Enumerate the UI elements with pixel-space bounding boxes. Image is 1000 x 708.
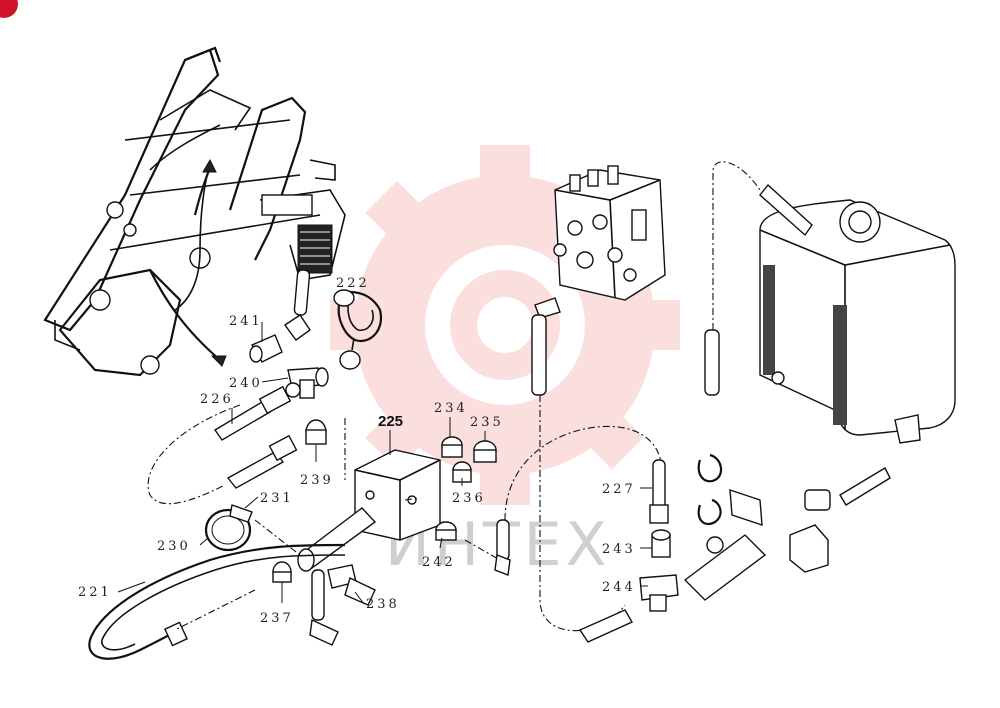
label-240: 240	[229, 376, 263, 391]
label-230: 230	[157, 539, 191, 554]
hose-227	[649, 459, 669, 524]
label-236: 236	[452, 491, 486, 506]
fitting-238	[327, 564, 376, 606]
label-225: 225	[378, 413, 403, 430]
hose-lower-center	[309, 569, 339, 646]
label-243: 243	[602, 542, 636, 557]
hose-bottom-right	[578, 609, 633, 643]
leader-lines	[117, 322, 652, 605]
fitting-239	[305, 419, 327, 445]
hose-bend-242	[494, 519, 511, 576]
label-222: 222	[336, 276, 370, 291]
label-244: 244	[602, 580, 636, 595]
label-227: 227	[602, 482, 636, 497]
pipe-222	[333, 289, 383, 370]
label-241: 241	[229, 314, 263, 329]
label-237: 237	[260, 611, 294, 626]
fitting-244	[639, 574, 679, 612]
clamp-230-231	[204, 504, 253, 552]
fitting-242	[435, 521, 457, 541]
label-231: 231	[260, 491, 294, 506]
filter-element	[804, 467, 891, 511]
fittings-234-236	[441, 436, 497, 483]
hose-226	[213, 382, 301, 441]
hose-valve	[531, 314, 547, 396]
label-226: 226	[200, 392, 234, 407]
hydraulic-tank	[759, 183, 956, 444]
label-242: 242	[422, 555, 456, 570]
dashed-routing-lines	[147, 161, 761, 632]
hose-lower-left	[226, 434, 298, 489]
inline-filter	[683, 534, 767, 601]
clamp-right	[697, 453, 763, 526]
block-225	[297, 449, 441, 572]
label-239: 239	[300, 473, 334, 488]
control-valve	[534, 165, 666, 319]
hose-fitting-top	[284, 269, 311, 341]
label-221: 221	[78, 585, 112, 600]
label-235: 235	[470, 415, 504, 430]
corner-badge	[0, 0, 18, 18]
bracket-block	[789, 524, 829, 573]
fitting-243	[651, 529, 671, 558]
fitting-237	[272, 561, 292, 583]
loader-frame	[43, 46, 346, 377]
label-234: 234	[434, 401, 468, 416]
label-238: 238	[366, 597, 400, 612]
fitting-240	[287, 367, 329, 399]
fitting-241	[249, 334, 283, 363]
hose-vertical	[704, 329, 720, 396]
pipe-221	[88, 543, 346, 660]
